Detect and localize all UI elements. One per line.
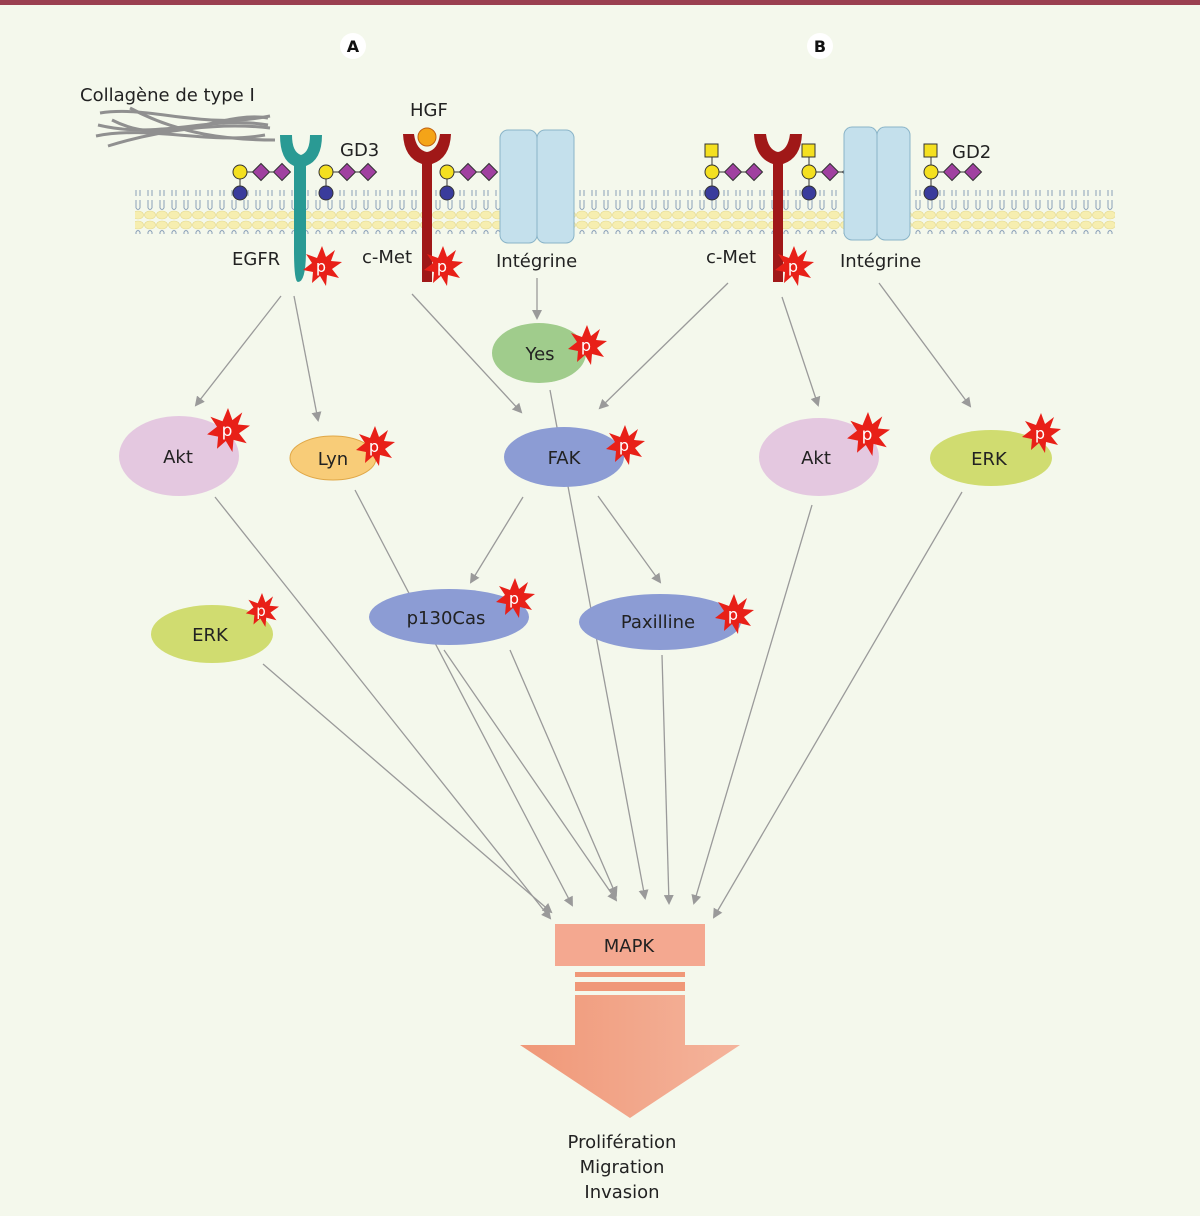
top-border xyxy=(0,0,1200,5)
arrow-cmetb-fak xyxy=(598,282,729,410)
arrow-cmetb-akt xyxy=(781,296,821,407)
arrow-erkb-mapk xyxy=(712,491,963,919)
node-erk-b: ERK xyxy=(930,430,1052,486)
arrow-fak-p130cas xyxy=(469,496,524,584)
panel-b-badge: B xyxy=(807,33,833,59)
svg-text:p: p xyxy=(862,425,873,445)
arrow-aktb-mapk xyxy=(691,504,813,905)
integrin-a-label: Intégrine xyxy=(496,251,577,272)
node-akt-b-label: Akt xyxy=(801,448,831,469)
svg-text:p: p xyxy=(619,436,629,455)
arrow-fak-paxilline xyxy=(597,495,662,584)
arrow-p130cas-mapk-2 xyxy=(509,649,618,897)
arrow-cmet-fak xyxy=(411,293,523,414)
phospho-marker-erk-a: p xyxy=(245,593,279,627)
node-erk-a: ERK xyxy=(151,605,273,663)
node-paxilline-label: Paxilline xyxy=(621,612,695,633)
node-p130cas-label: p130Cas xyxy=(407,608,486,629)
collagen-fibers-icon xyxy=(95,106,276,148)
svg-text:p: p xyxy=(256,602,266,620)
outcome-migration: Migration xyxy=(580,1157,665,1178)
node-erk-a-label: ERK xyxy=(192,625,229,646)
arrow-akt-mapk xyxy=(214,496,552,920)
node-erk-b-label: ERK xyxy=(971,449,1008,470)
hgf-label: HGF xyxy=(410,100,448,121)
phospho-marker-cmet-b: p xyxy=(775,246,814,286)
arrow-paxilline-mapk xyxy=(661,654,674,905)
cmet-receptor-a-icon xyxy=(403,134,451,282)
gd2-ganglioside-icon xyxy=(923,143,983,201)
node-yes: Yes xyxy=(492,323,586,383)
hgf-ligand-icon xyxy=(417,127,437,147)
arrow-integrinb-erk xyxy=(878,282,972,408)
integrin-b-label: Intégrine xyxy=(840,251,921,272)
outcome-proliferation: Prolifération xyxy=(568,1132,677,1153)
gd3-label: GD3 xyxy=(340,140,379,161)
gd3-ganglioside-icon xyxy=(439,162,499,201)
svg-text:p: p xyxy=(1035,424,1045,443)
phospho-marker-p130cas: p xyxy=(496,578,535,618)
gd3-ganglioside-icon xyxy=(318,162,378,201)
node-mapk-label: MAPK xyxy=(604,936,656,957)
svg-text:p: p xyxy=(581,336,591,355)
svg-text:p: p xyxy=(509,589,519,608)
phospho-marker-fak: p xyxy=(606,425,645,465)
node-akt-a: Akt xyxy=(119,416,239,496)
gd2-label: GD2 xyxy=(952,142,991,163)
phospho-marker-yes: p xyxy=(568,325,607,365)
node-paxilline: Paxilline xyxy=(579,594,741,650)
arrow-p130cas-mapk-1 xyxy=(443,649,618,902)
node-fak-label: FAK xyxy=(548,448,582,469)
node-akt-a-label: Akt xyxy=(163,447,193,468)
phospho-marker-akt-a: p xyxy=(207,408,250,452)
outcomes-list: Prolifération Migration Invasion xyxy=(568,1132,677,1203)
phospho-marker-erk-b: p xyxy=(1022,413,1061,453)
phospho-marker-egfr: p xyxy=(303,246,342,286)
egfr-label: EGFR xyxy=(232,249,280,270)
phospho-marker-paxilline: p xyxy=(715,594,754,634)
svg-text:p: p xyxy=(437,257,447,276)
egfr-receptor-icon xyxy=(280,135,322,282)
phospho-marker-cmet-a: p xyxy=(424,246,463,286)
panel-a-badge: A xyxy=(340,33,366,59)
svg-text:p: p xyxy=(316,257,326,276)
outcome-invasion: Invasion xyxy=(584,1182,659,1203)
gd3-ganglioside-icon xyxy=(232,162,292,201)
panel-a-label: A xyxy=(347,37,360,56)
arrow-egfr-akt xyxy=(194,295,282,407)
cmet-receptor-b-icon xyxy=(754,134,802,282)
output-arrow-icon xyxy=(520,972,740,1118)
node-lyn: Lyn xyxy=(289,435,377,481)
svg-text:p: p xyxy=(788,257,798,276)
panel-b-label: B xyxy=(814,37,826,56)
svg-text:p: p xyxy=(728,605,738,624)
cmet-a-label: c-Met xyxy=(362,247,412,268)
node-fak: FAK xyxy=(504,427,624,487)
arrow-egfr-lyn xyxy=(293,295,322,422)
node-p130cas: p130Cas xyxy=(369,589,529,645)
cell-membrane xyxy=(135,190,1115,234)
arrow-lyn-mapk xyxy=(354,489,573,907)
node-yes-label: Yes xyxy=(524,344,554,365)
cmet-b-label: c-Met xyxy=(706,247,756,268)
svg-text:p: p xyxy=(369,437,379,456)
node-lyn-label: Lyn xyxy=(318,449,348,470)
gd2-ganglioside-icon xyxy=(704,143,764,201)
phospho-marker-akt-b: p xyxy=(847,412,890,456)
phospho-marker-lyn: p xyxy=(356,426,395,466)
integrin-a-icon xyxy=(499,129,575,244)
svg-text:p: p xyxy=(222,421,233,441)
integrin-b-icon xyxy=(843,126,911,241)
collagen-label: Collagène de type I xyxy=(80,85,255,106)
arrow-erk-mapk xyxy=(262,663,553,914)
node-mapk: MAPK xyxy=(555,924,705,966)
